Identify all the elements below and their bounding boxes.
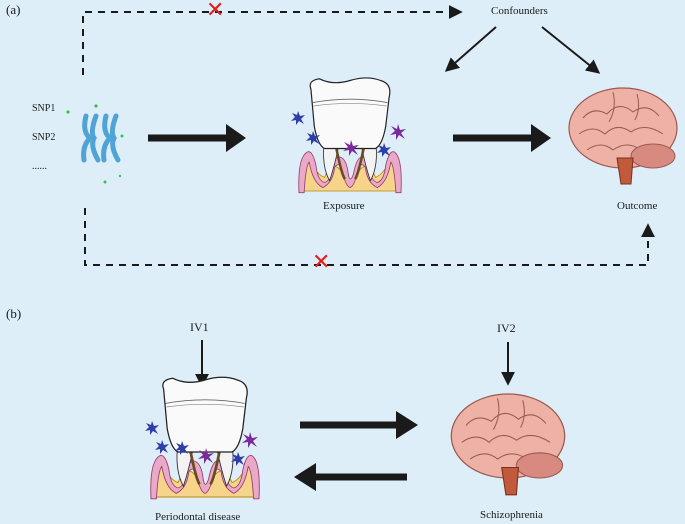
arrowhead-forward <box>396 411 418 439</box>
dashed-arrow-snp-confounders <box>82 5 463 75</box>
confounders-label: Confounders <box>491 5 548 17</box>
arrowhead-exposure-outcome <box>531 124 551 152</box>
arrow-confounders-exposure <box>444 26 497 72</box>
cross-mark-bottom: ✕ <box>312 250 331 275</box>
snp-label-ellipsis: ...... <box>32 161 47 172</box>
panel-b-letter: (b) <box>6 306 22 321</box>
tooth-icon-b <box>149 375 261 501</box>
arrow-confounders-outcome <box>541 26 601 74</box>
dashed-arrow-snp-outcome <box>84 208 655 266</box>
snp-label-2: SNP2 <box>32 132 56 143</box>
exposure-label: Exposure <box>323 200 365 212</box>
iv1-label: IV1 <box>190 320 209 334</box>
cross-mark-top: ✕ <box>206 0 225 23</box>
arrowhead-snp-exposure <box>226 124 246 152</box>
outcome-label: Outcome <box>617 200 658 212</box>
panel-a-letter: (a) <box>6 2 21 17</box>
schizophrenia-label: Schizophrenia <box>480 509 543 521</box>
iv2-label: IV2 <box>497 321 516 335</box>
periodontal-disease-label: Periodontal disease <box>155 511 241 523</box>
arrowhead-reverse <box>294 463 316 491</box>
snp-label-1: SNP1 <box>32 103 56 114</box>
brain-icon-b <box>450 393 566 496</box>
brain-icon <box>568 87 678 185</box>
chromosome-icon <box>66 104 124 184</box>
